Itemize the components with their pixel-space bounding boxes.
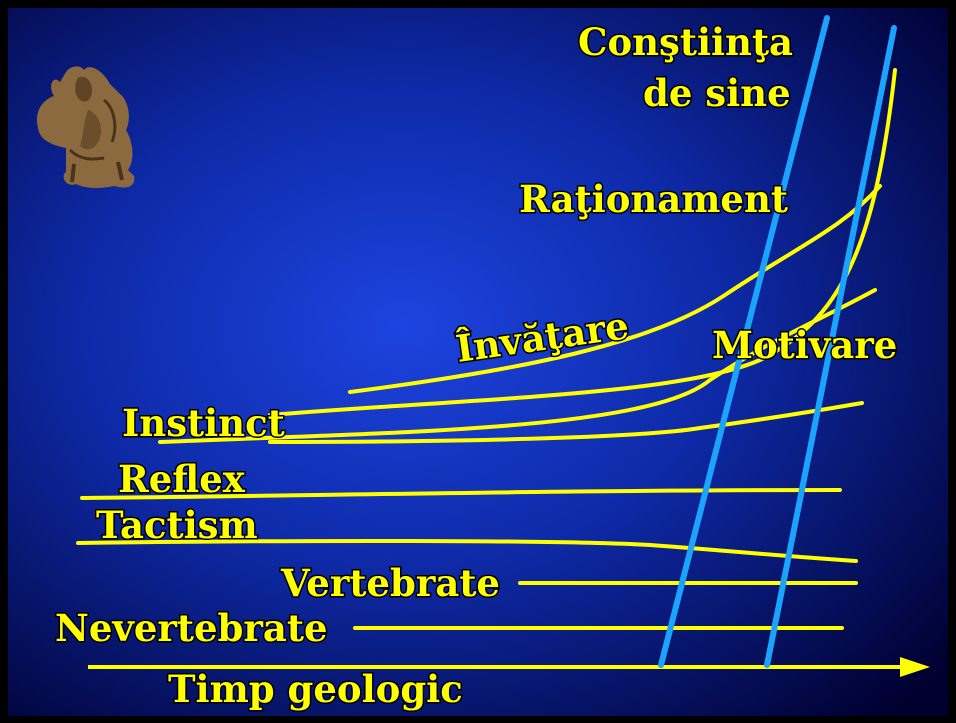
label-constiinta: Conştiinţa <box>578 20 793 64</box>
label-vertebrate: Vertebrate <box>280 561 500 605</box>
label-tactism: Tactism <box>96 503 258 547</box>
label-instinct: Instinct <box>122 401 285 445</box>
label-de-sine: de sine <box>643 71 791 115</box>
label-rationament: Raţionament <box>519 177 788 221</box>
label-nevertebrate: Nevertebrate <box>55 606 328 650</box>
label-timp-geologic: Timp geologic <box>168 667 463 711</box>
label-motivare: Motivare <box>712 323 897 367</box>
label-reflex: Reflex <box>118 457 246 501</box>
